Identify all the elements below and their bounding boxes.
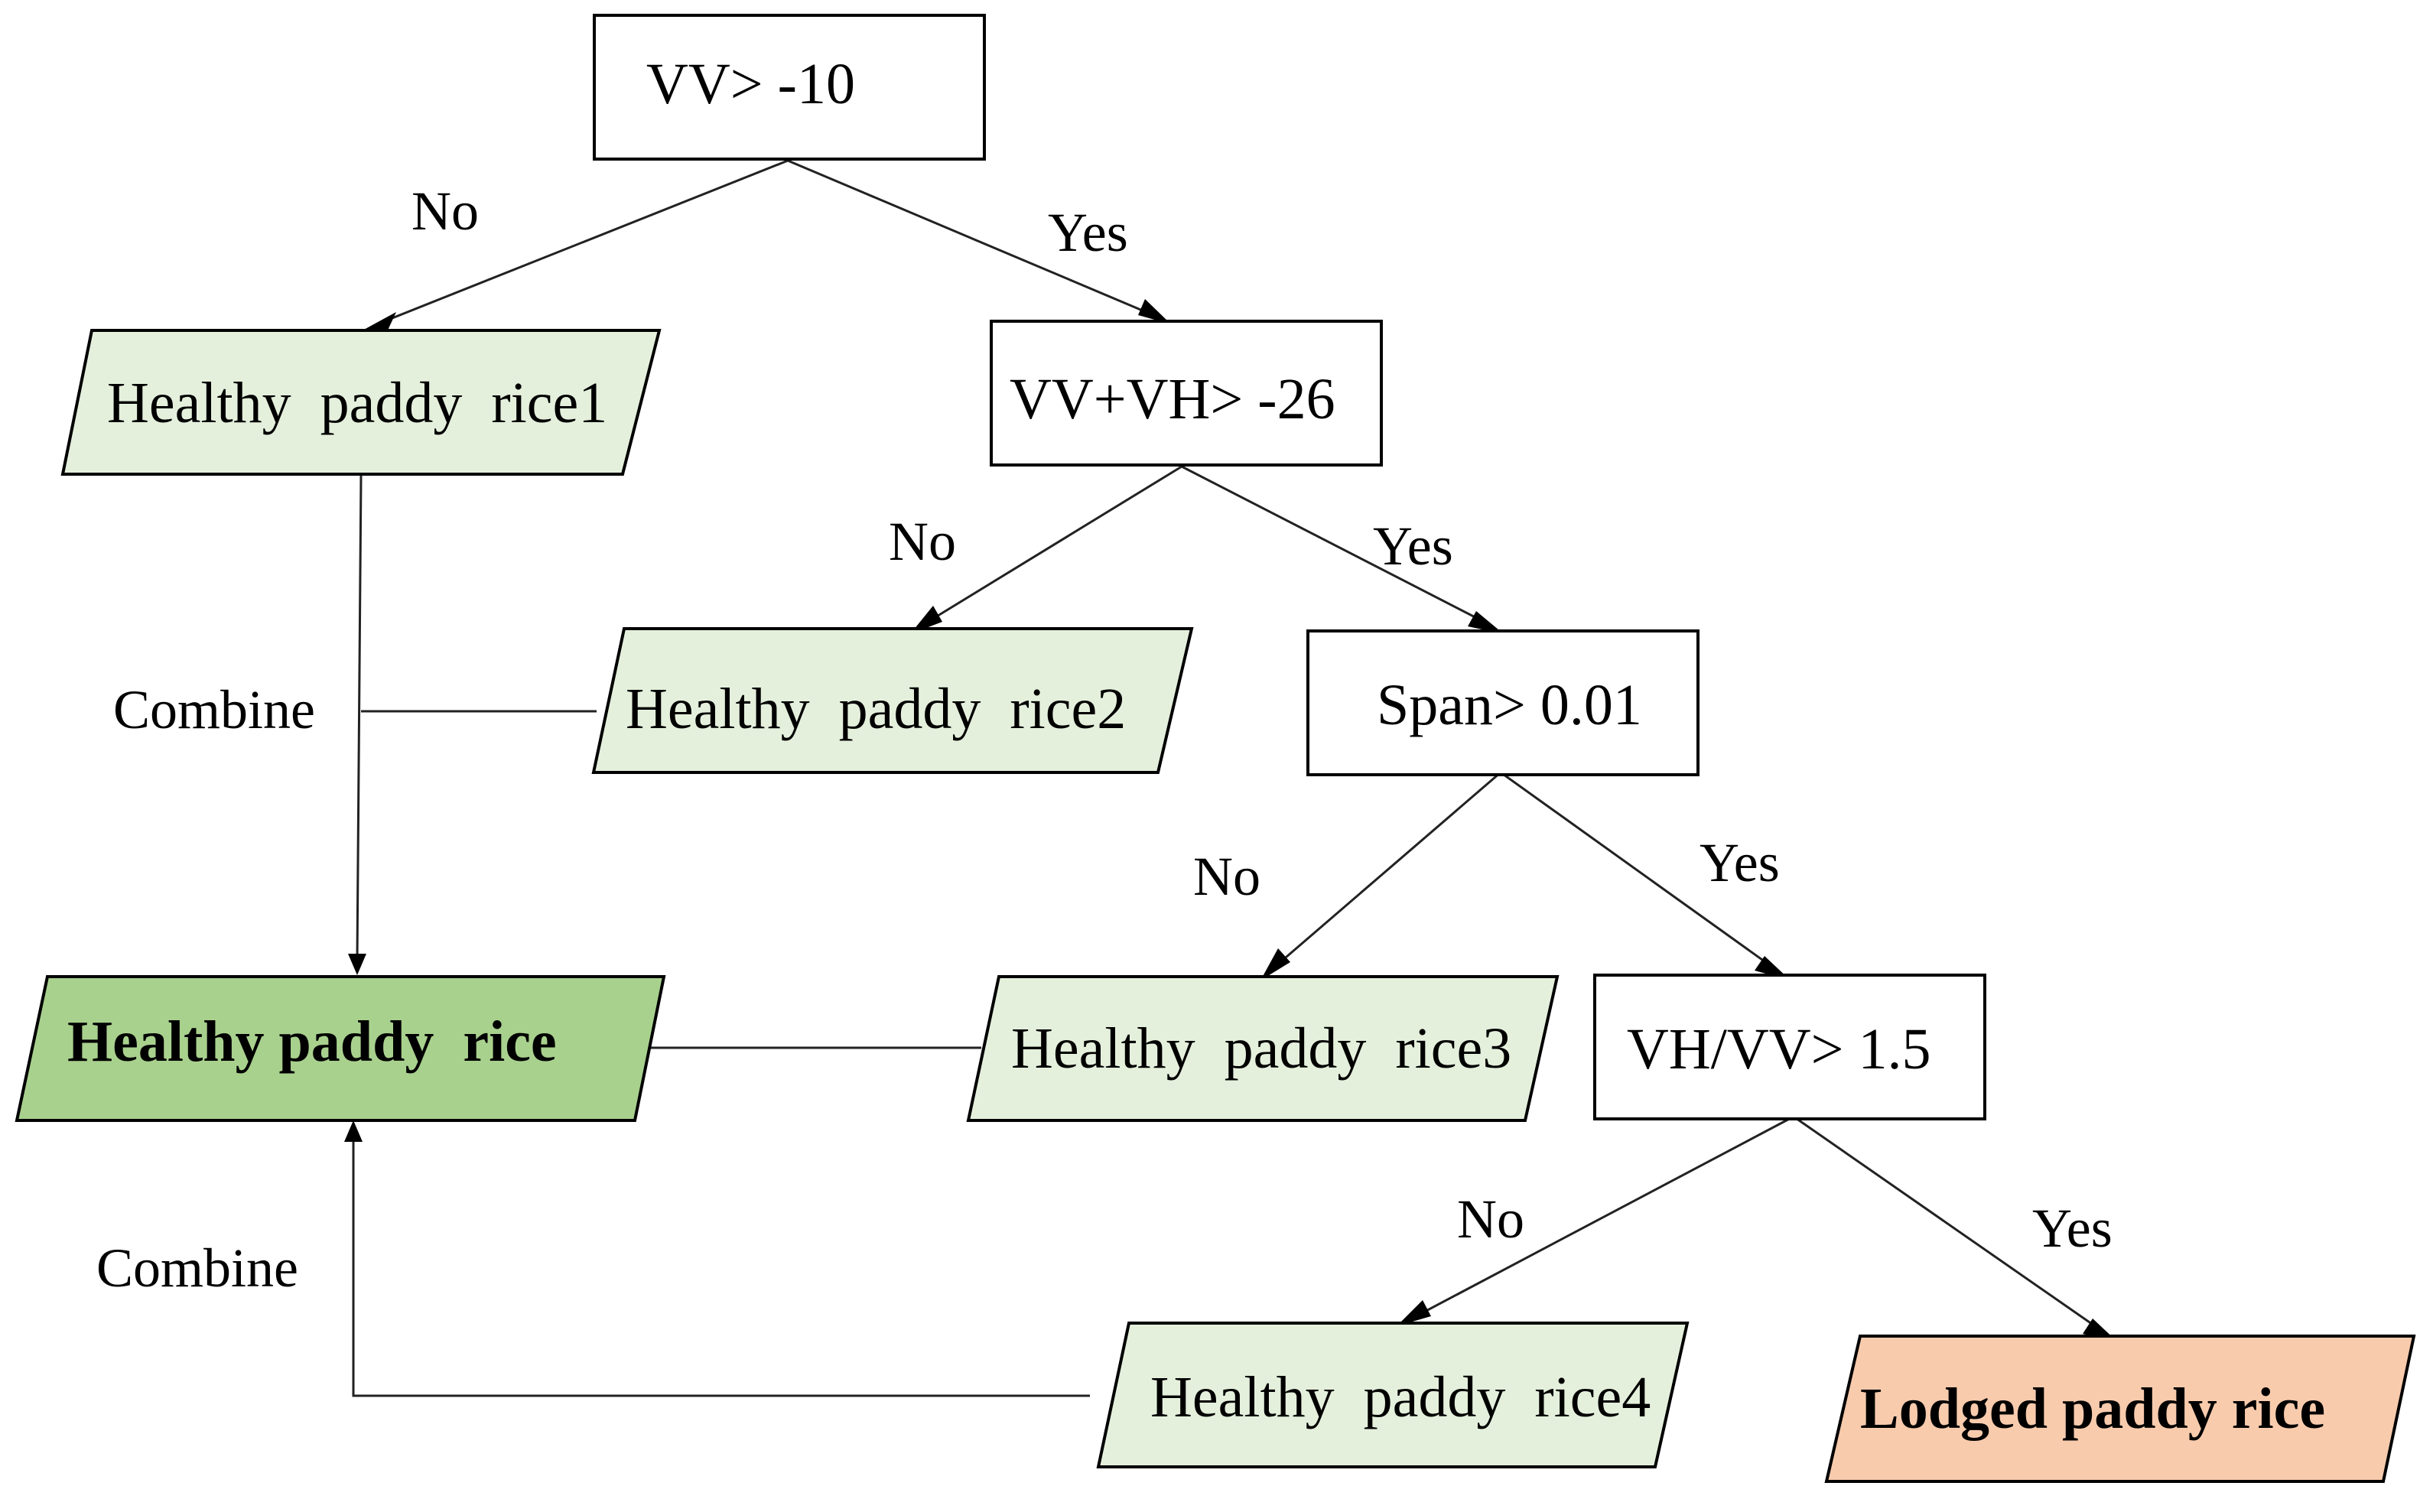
result-node-healthy4: Healthy paddy rice4 (1096, 1322, 1690, 1468)
condition-node-vv: VV> -10 (593, 14, 986, 161)
edge-span-to-vhvv (1500, 771, 1779, 973)
healthy1-text: Healthy paddy rice1 (107, 371, 607, 435)
edge-vhvv-to-healthy4 (1407, 1115, 1794, 1322)
edge-label-yes-2: Yes (1373, 515, 1453, 577)
healthy-final-text: Healthy paddy rice (67, 1010, 557, 1074)
arrowhead-span (1468, 611, 1504, 634)
arrowhead-vvvh (1138, 299, 1171, 324)
condition-vv-text: VV> -10 (646, 52, 855, 116)
edge-label-yes-1: Yes (1048, 202, 1128, 263)
edge-vvvh-to-span (1181, 465, 1492, 627)
edge-vv-to-healthy1 (374, 159, 789, 327)
result-node-lodged-final: Lodged paddy rice (1824, 1335, 2416, 1483)
condition-node-span: Span> 0.01 (1306, 629, 1700, 776)
edge-labels: No Yes No Yes No Yes No Yes Combine Comb… (96, 180, 2113, 1299)
edge-span-to-healthy3 (1269, 771, 1501, 973)
healthy4-text: Healthy paddy rice4 (1150, 1365, 1651, 1429)
result-node-healthy3: Healthy paddy rice3 (966, 975, 1560, 1122)
condition-vh-vv-text: VH/VV> 1.5 (1627, 1017, 1931, 1081)
condition-node-vh-vv: VH/VV> 1.5 (1593, 974, 1986, 1120)
edge-label-combine-1: Combine (113, 679, 315, 740)
connectors (352, 159, 2108, 1397)
edge-label-combine-2: Combine (96, 1237, 298, 1299)
edge-label-no-3: No (1193, 846, 1260, 907)
arrowhead-healthy1 (363, 312, 396, 333)
condition-span-text: Span> 0.01 (1377, 673, 1642, 737)
healthy3-text: Healthy paddy rice3 (1011, 1016, 1511, 1081)
result-node-healthy-final: Healthy paddy rice (15, 975, 666, 1122)
edge-label-no-4: No (1457, 1188, 1524, 1250)
edge-label-no-2: No (889, 511, 956, 572)
edge-vvvh-to-healthy2 (921, 465, 1182, 627)
edge-vhvv-to-lodged (1793, 1115, 2108, 1336)
result-node-healthy2: Healthy paddy rice2 (591, 627, 1194, 774)
edge-healthy1-to-final (356, 475, 363, 961)
edge-label-yes-3: Yes (1700, 832, 1780, 893)
edge-label-no-1: No (411, 180, 479, 242)
condition-vv-vh-text: VV+VH> -26 (1010, 367, 1335, 431)
condition-node-vv-vh: VV+VH> -26 (990, 320, 1383, 467)
arrowhead-final-bottom (344, 1120, 363, 1142)
edge-healthy4-to-final (352, 1130, 1090, 1397)
healthy2-text: Healthy paddy rice2 (626, 677, 1126, 741)
arrowhead-healthy3 (1260, 948, 1290, 980)
edge-label-yes-4: Yes (2032, 1198, 2113, 1259)
arrowhead-final-top (348, 954, 366, 975)
lodged-final-text: Lodged paddy rice (1860, 1377, 2325, 1441)
edge-vv-to-vvvh (787, 159, 1160, 319)
arrowheads (344, 299, 2119, 1343)
arrowhead-healthy2 (910, 606, 942, 634)
arrowhead-healthy4 (1397, 1300, 1431, 1326)
result-node-healthy1: Healthy paddy rice1 (60, 329, 662, 476)
